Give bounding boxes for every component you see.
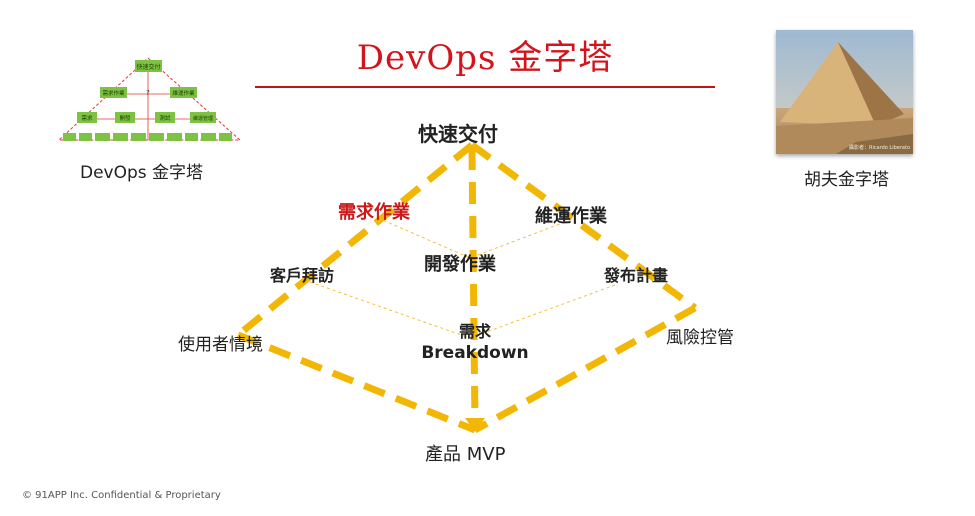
page-title: DevOps 金字塔 [356, 38, 614, 78]
thumb-row3-b: 開發 [119, 114, 131, 122]
edge-right-base [473, 304, 697, 434]
center-spine [468, 147, 479, 426]
thin-mid-left [309, 281, 471, 339]
left-vertex-label: 使用者情境 [178, 335, 263, 355]
copyright-footer: © 91APP Inc. Confidential & Proprietary [22, 490, 221, 501]
thumb-row2-left: 需求作業 [102, 89, 125, 97]
edge-apex-left [235, 142, 475, 338]
khufu-pyramid-photo: 攝影者：Ricardo Liberato [776, 30, 913, 154]
right-vertex-label: 風險控管 [666, 328, 734, 348]
center-label-line1: 需求 [458, 322, 491, 341]
middle-left-label: 客戶拜訪 [270, 266, 335, 285]
thumb-row2-right: 維運作業 [172, 89, 195, 97]
edge-left-base [236, 331, 477, 434]
photo-caption: 胡夫金字塔 [804, 170, 889, 190]
thumb-top-label: 快速交付 [136, 63, 160, 71]
devops-pyramid-thumbnail: 快速交付 需求作業 ? 維運作業 需求 開發 測試 維運管理 [57, 57, 242, 141]
thin-upper-left [377, 217, 471, 259]
upper-left-label: 需求作業 [338, 202, 410, 223]
middle-right-label: 發布計畫 [604, 266, 669, 285]
title-underline [255, 86, 715, 88]
middle-center-label: 開發作業 [424, 254, 496, 275]
upper-right-label: 維運作業 [535, 206, 607, 227]
photo-watermark: 攝影者：Ricardo Liberato [849, 144, 910, 151]
thumb-row3-a: 需求 [81, 114, 93, 122]
center-label-line2: Breakdown [421, 343, 529, 363]
thumb-row2-mid: ? [146, 89, 150, 97]
thin-mid-right [469, 284, 616, 339]
thin-upper-right [469, 221, 566, 259]
thumb-row3-d: 維運管理 [193, 115, 213, 122]
base-label: 產品 MVP [425, 444, 506, 465]
edge-apex-right [469, 142, 698, 311]
thumb-row3-c: 測試 [159, 114, 171, 122]
apex-label: 快速交付 [418, 122, 498, 146]
spine-arrowhead [465, 418, 485, 432]
thumbnail-caption: DevOps 金字塔 [80, 163, 204, 183]
